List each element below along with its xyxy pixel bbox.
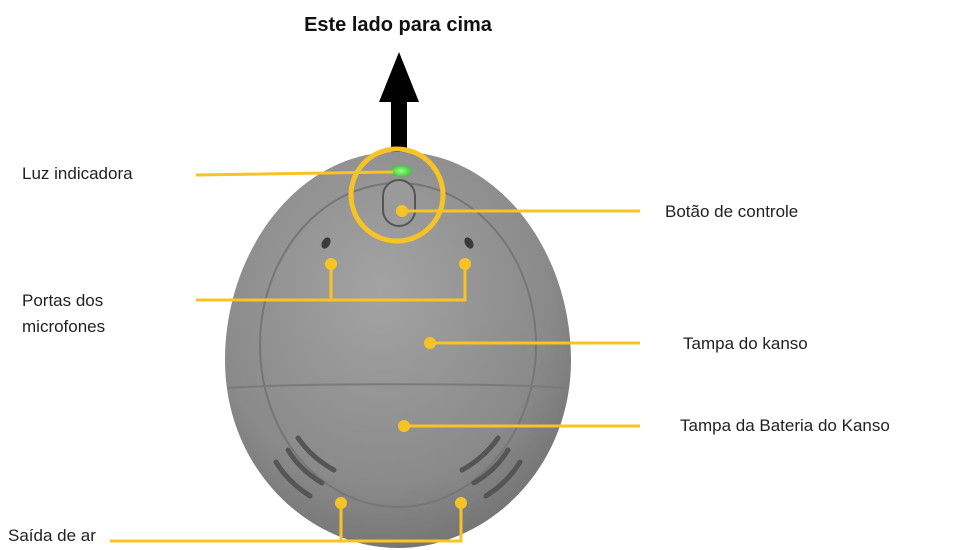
diagram-title: Este lado para cima (304, 14, 492, 36)
air-vents (273, 435, 523, 499)
label-control-button: Botão de controle (665, 202, 799, 221)
label-kanso-cover: Tampa do kanso (683, 334, 808, 353)
callout-dots (325, 205, 471, 509)
microphone-ports (321, 237, 474, 249)
indicator-light (390, 165, 412, 177)
callout-lines (110, 170, 640, 543)
label-microphone-ports: Portas dos microfones (22, 288, 105, 340)
device-body (225, 151, 571, 548)
label-indicator-light: Luz indicadora (22, 164, 133, 183)
highlight-circle (348, 146, 446, 244)
label-microphone-ports-line1: Portas dos (22, 291, 104, 310)
battery-cover-seam (227, 383, 569, 389)
label-air-outlet: Saída de ar (8, 526, 96, 545)
label-battery-cover: Tampa da Bateria do Kanso (680, 416, 890, 435)
up-arrow-icon (379, 52, 419, 155)
label-microphone-ports-line2: microfones (22, 317, 106, 336)
control-button[interactable] (382, 179, 416, 227)
